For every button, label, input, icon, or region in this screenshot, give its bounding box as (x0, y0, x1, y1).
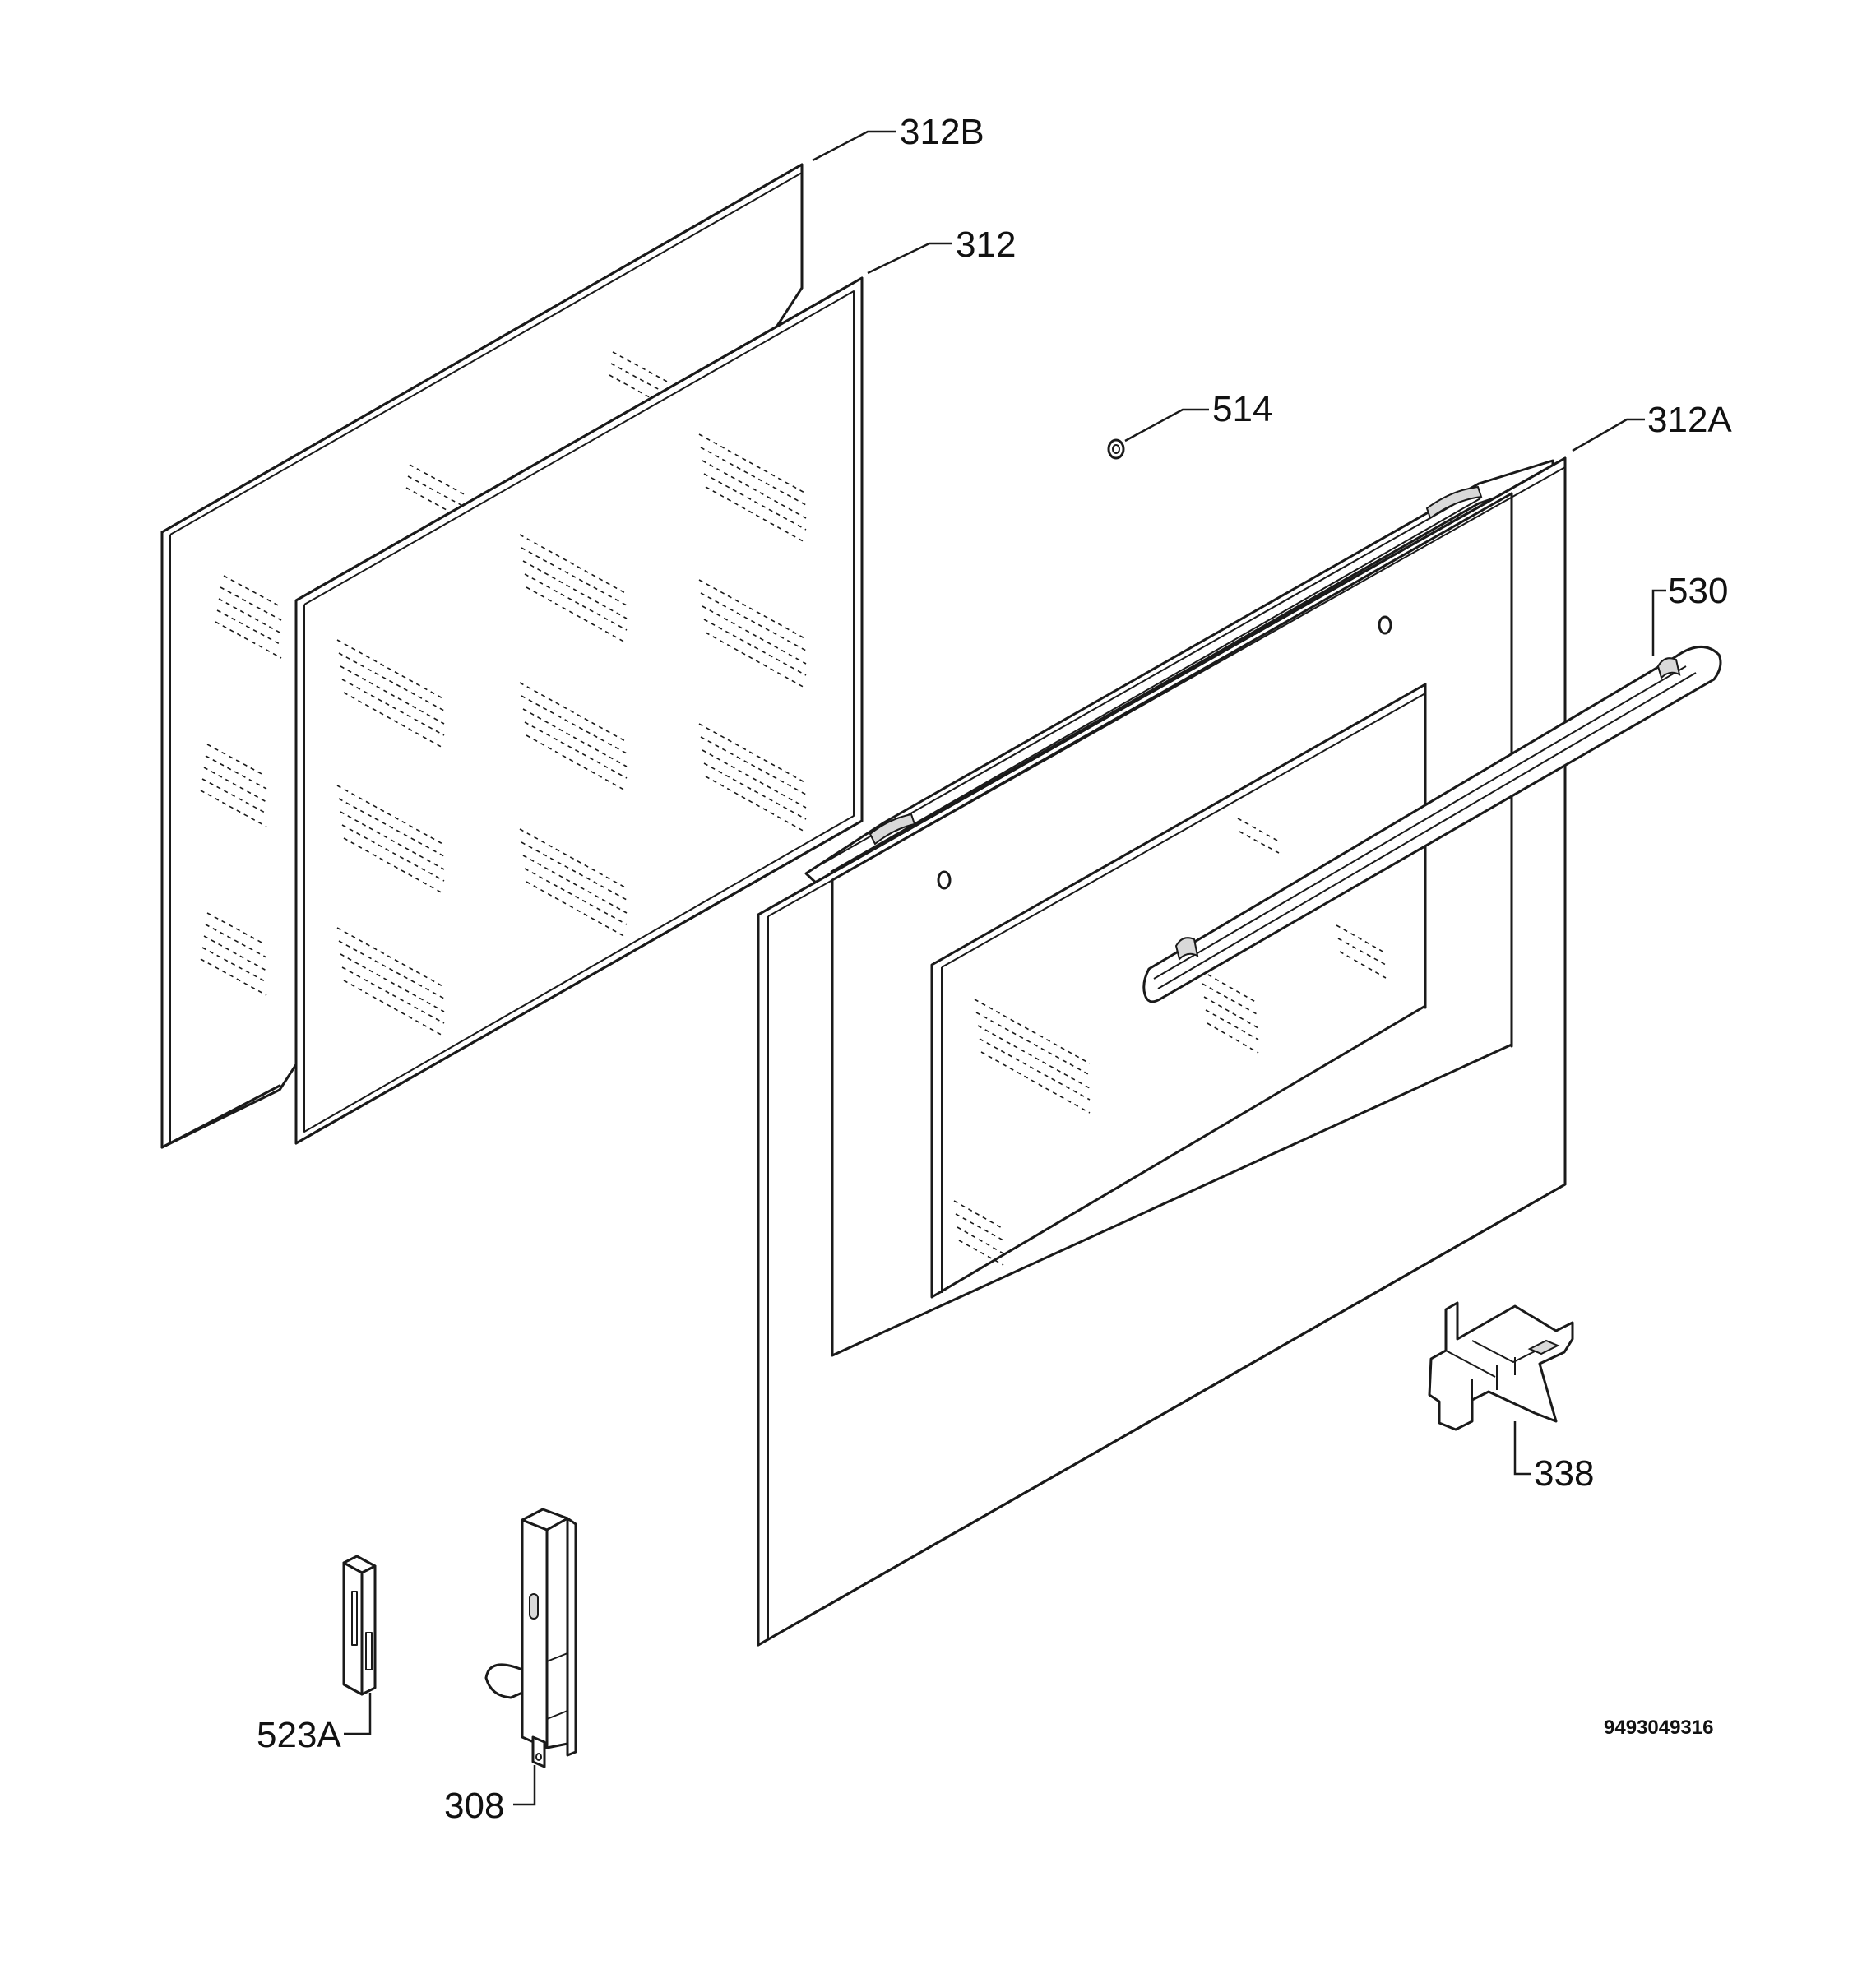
glass-pane-312-print (336, 433, 807, 1037)
outer-door-312a-print (953, 818, 1387, 1266)
document-id: 9493049316 (1604, 1717, 1713, 1739)
glass-pane-312[interactable] (294, 276, 864, 1145)
label-312b: 312B (900, 112, 984, 152)
callout-514: 514 (1124, 389, 1272, 443)
clip-514[interactable] (1107, 438, 1125, 460)
label-530: 530 (1668, 571, 1728, 611)
callout-312b: 312B (812, 112, 984, 162)
door-handle-530[interactable] (1142, 646, 1722, 1003)
callout-523a: 523A (257, 1693, 372, 1755)
label-308: 308 (444, 1786, 504, 1826)
hinge-cover-523a[interactable] (342, 1555, 377, 1696)
label-312: 312 (956, 225, 1016, 265)
door-hinge-308[interactable] (484, 1508, 577, 1768)
label-312a: 312A (1647, 400, 1732, 440)
hinge-receiver-338[interactable] (1428, 1301, 1574, 1431)
callout-338: 338 (1513, 1421, 1594, 1494)
outer-door-312a[interactable] (757, 456, 1567, 1647)
callout-308: 308 (444, 1765, 536, 1826)
label-338: 338 (1534, 1453, 1594, 1494)
screw-hole-left (937, 870, 952, 890)
callout-530: 530 (1651, 571, 1728, 656)
label-523a: 523A (257, 1715, 341, 1755)
callout-312: 312 (867, 225, 1016, 275)
screw-hole-right (1378, 615, 1392, 635)
callout-312a: 312A (1572, 400, 1732, 452)
label-514: 514 (1212, 389, 1272, 429)
